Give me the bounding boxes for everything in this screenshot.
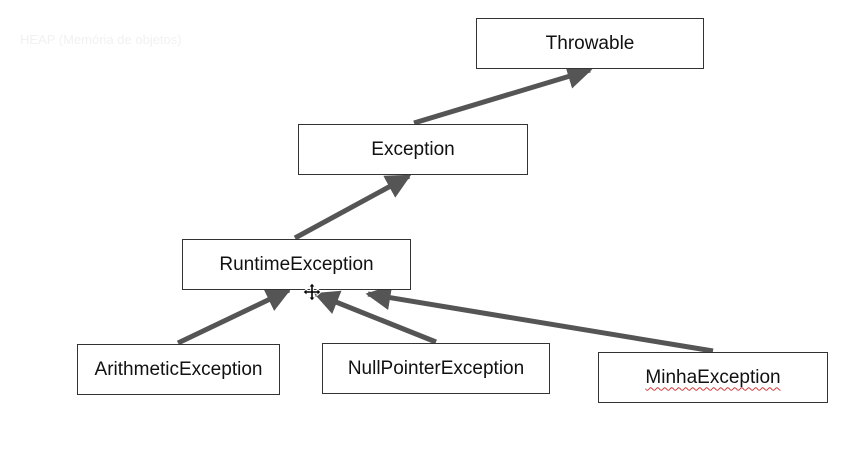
arrow-arithmetic-to-runtime bbox=[176, 287, 292, 346]
node-minha-exception-label: MinhaException bbox=[645, 366, 781, 388]
node-null-pointer-exception[interactable]: NullPointerException bbox=[322, 343, 550, 394]
background-heap-label: HEAP (Memória de objetos) bbox=[20, 32, 182, 47]
arrow-nullpointer-to-runtime bbox=[313, 290, 437, 345]
node-runtime-exception-label: RuntimeException bbox=[219, 253, 374, 275]
node-minha-exception[interactable]: MinhaException bbox=[598, 352, 828, 403]
node-null-pointer-exception-label: NullPointerException bbox=[347, 357, 525, 379]
node-throwable-label: Throwable bbox=[545, 32, 635, 54]
arrow-minha-to-runtime bbox=[365, 285, 714, 354]
node-exception[interactable]: Exception bbox=[298, 124, 528, 175]
arrow-exception-to-throwable bbox=[413, 64, 593, 126]
arrow-runtime-to-exception bbox=[293, 173, 412, 241]
node-arithmetic-exception[interactable]: ArithmeticException bbox=[77, 344, 280, 395]
node-arithmetic-exception-label: ArithmeticException bbox=[94, 358, 263, 380]
node-exception-label: Exception bbox=[371, 138, 455, 160]
node-runtime-exception[interactable]: RuntimeException bbox=[182, 239, 411, 290]
node-throwable[interactable]: Throwable bbox=[476, 18, 704, 69]
move-cursor-icon bbox=[302, 282, 322, 302]
